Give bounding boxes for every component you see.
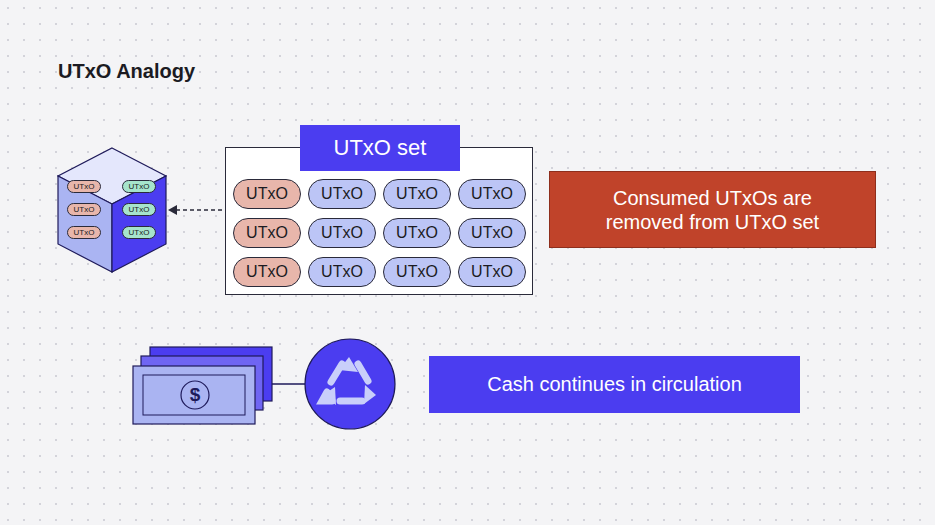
- utxo-pill: UTxO: [383, 218, 451, 248]
- recycle-circle: [305, 339, 395, 429]
- utxo-pill: UTxO: [383, 179, 451, 209]
- box-text: UTxO: [471, 263, 513, 281]
- box-text: UTxO: [74, 182, 95, 191]
- mini-utxo: UTxO: [67, 203, 101, 216]
- title: UTxO Analogy: [58, 60, 195, 83]
- box-text: Cash continues in circulation: [487, 373, 742, 396]
- utxo-pill: UTxO: [308, 218, 376, 248]
- box-text: UTxO: [471, 185, 513, 203]
- utxo-pill: UTxO: [233, 179, 301, 209]
- utxo-pill: UTxO: [308, 257, 376, 287]
- heading-tab: UTxO set: [300, 125, 460, 171]
- box-text: UTxO: [246, 224, 288, 242]
- cube-left: [58, 176, 112, 272]
- utxo-pill: UTxO: [233, 218, 301, 248]
- utxo-pill: UTxO: [458, 257, 526, 287]
- box-text: UTxO: [246, 185, 288, 203]
- connector-line: [272, 383, 305, 385]
- mini-utxo: UTxO: [122, 226, 156, 239]
- box-text: Consumed UTxOs are removed from UTxO set: [600, 186, 825, 234]
- box-text: UTxO: [74, 228, 95, 237]
- box-text: UTxO: [396, 224, 438, 242]
- mini-utxo: UTxO: [67, 180, 101, 193]
- box-text: UTxO: [321, 263, 363, 281]
- recycle-heads: [323, 357, 376, 405]
- utxo-pill: UTxO: [458, 179, 526, 209]
- box-text: UTxO: [246, 263, 288, 281]
- cube-right: [112, 176, 166, 272]
- utxo-set-box: UTxO setUTxOUTxOUTxOUTxOUTxOUTxOUTxOUTxO…: [225, 147, 533, 295]
- box-text: UTxO: [321, 185, 363, 203]
- utxo-pill: UTxO: [233, 257, 301, 287]
- mini-utxo: UTxO: [67, 226, 101, 239]
- box-text: UTxO: [471, 224, 513, 242]
- currency-symbol: $: [183, 383, 207, 407]
- dashed-arrow: [176, 209, 222, 211]
- bill-inner: [143, 375, 245, 415]
- box-text: UTxO: [129, 182, 150, 191]
- box-text: UTxO: [129, 228, 150, 237]
- utxo-pill: UTxO: [458, 218, 526, 248]
- note-box: Consumed UTxOs are removed from UTxO set: [549, 171, 876, 248]
- utxo-pill: UTxO: [383, 257, 451, 287]
- bill-coin: [181, 381, 209, 409]
- utxo-pill: UTxO: [308, 179, 376, 209]
- mini-utxo: UTxO: [122, 180, 156, 193]
- box-text: UTxO: [129, 205, 150, 214]
- note-box: Cash continues in circulation: [429, 356, 800, 413]
- box-text: UTxO: [396, 185, 438, 203]
- bill-front: [133, 366, 255, 424]
- box-text: UTxO: [396, 263, 438, 281]
- box-text: UTxO: [321, 224, 363, 242]
- box-text: UTxO: [74, 205, 95, 214]
- arrow-head: [168, 205, 177, 215]
- mini-utxo: UTxO: [122, 203, 156, 216]
